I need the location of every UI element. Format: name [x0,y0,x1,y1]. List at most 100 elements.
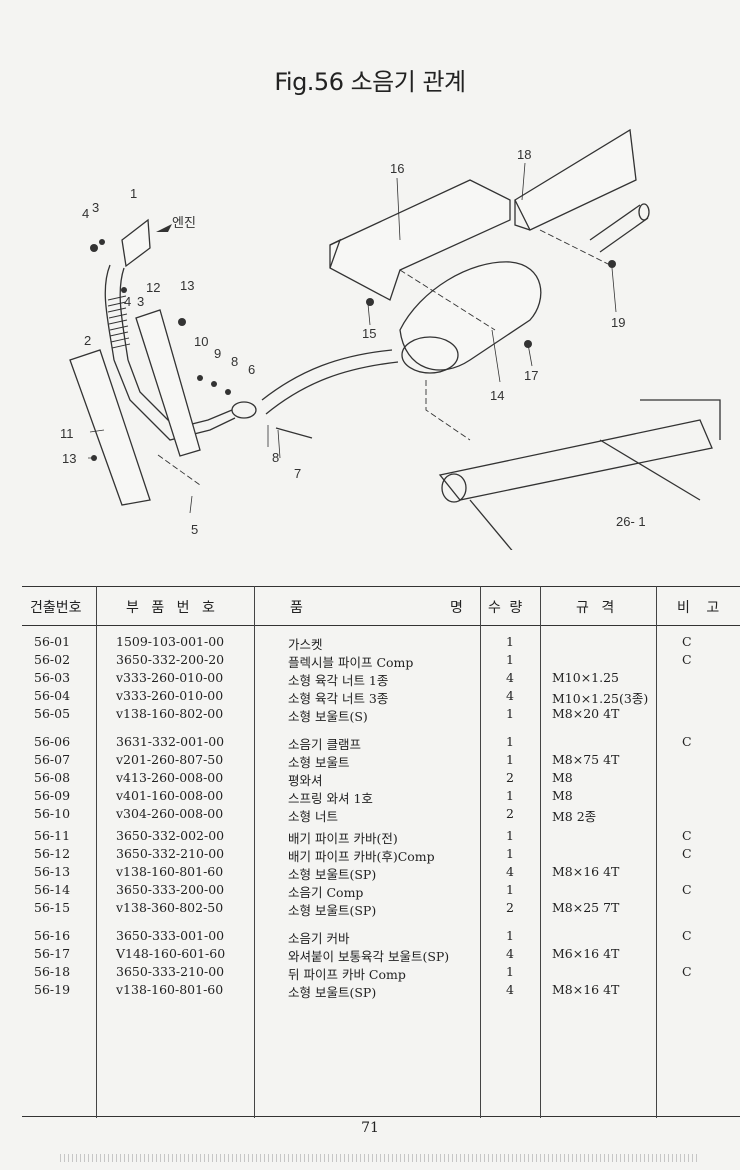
cell-part: v401-160-008-00 [116,788,224,803]
cell-qty: 4 [506,670,514,685]
header-number: 건출번호 [30,600,82,616]
cell-name: 뒤 파이프 카바 Comp [288,967,406,982]
table-divider [254,586,255,1118]
callout-label: 10 [194,334,208,349]
cell-no: 56-02 [34,652,71,667]
cell-no: 56-04 [34,688,71,703]
cell-name: 소형 육각 너트 1종 [288,673,389,688]
cell-qty: 1 [506,882,514,897]
cell-name: 소형 너트 [288,809,338,824]
cell-no: 56-14 [34,882,71,897]
cell-spec: M10×1.25 [552,670,620,685]
callout-label: 16 [390,161,404,176]
callout-label: 3 [137,294,144,309]
table-divider [480,586,481,1118]
cell-name: 소형 보울트(SP) [288,867,377,882]
callout-label: 8 [272,450,279,465]
callout-label: 12 [146,280,160,295]
header-spec: 규 격 [576,600,619,616]
cell-qty: 2 [506,806,514,821]
cell-spec: M8×16 4T [552,864,620,879]
cell-qty: 4 [506,864,514,879]
cell-part: 3650-333-200-00 [116,882,225,897]
cell-part: v138-160-801-60 [116,982,224,997]
cell-no: 56-11 [34,828,71,843]
cell-note: C [682,846,692,861]
cell-qty: 1 [506,752,514,767]
cell-no: 56-05 [34,706,71,721]
callout-label: 17 [524,368,538,383]
cell-name: 와셔붙이 보통육각 보울트(SP) [288,949,450,964]
cell-qty: 4 [506,688,514,703]
cell-part: v304-260-008-00 [116,806,224,821]
cell-no: 56-10 [34,806,71,821]
callout-label: 19 [611,315,625,330]
callout-label: 4 [82,206,89,221]
cell-name: 소음기 Comp [288,885,364,900]
cell-no: 56-18 [34,964,71,979]
callout-label: 11 [60,426,74,441]
cell-note: C [682,652,692,667]
callout-label: 6 [248,362,255,377]
cell-no: 56-09 [34,788,71,803]
cell-qty: 1 [506,964,514,979]
callout-label: 3 [92,200,99,215]
cell-part: V148-160-601-60 [116,946,226,961]
cell-no: 56-06 [34,734,71,749]
callout-label: 26- 1 [616,514,646,529]
cell-name: 소형 보울트(S) [288,709,368,724]
cell-name: 평와셔 [288,773,323,788]
cell-qty: 4 [506,982,514,997]
cell-qty: 1 [506,828,514,843]
cell-spec: M8 [552,770,573,785]
cell-name: 소형 보울트(SP) [288,985,377,1000]
engine-label: 엔진 [172,215,196,230]
callout-label: 5 [191,522,198,537]
table-divider [656,586,657,1118]
cell-no: 56-19 [34,982,71,997]
cell-note: C [682,734,692,749]
cell-name: 배기 파이프 카바(전) [288,831,398,846]
table-divider [96,586,97,1118]
callout-label: 7 [294,466,301,481]
cell-name: 스프링 와셔 1호 [288,791,373,806]
cell-qty: 1 [506,634,514,649]
figure-title: Fig.56 소음기 관계 [274,68,466,96]
cell-qty: 4 [506,946,514,961]
cell-qty: 1 [506,706,514,721]
cell-qty: 2 [506,900,514,915]
cell-part: v138-160-801-60 [116,864,224,879]
cell-qty: 1 [506,788,514,803]
cell-qty: 2 [506,770,514,785]
cell-no: 56-07 [34,752,71,767]
header-name-end: 명 [450,600,463,616]
cell-name: 소형 보울트 [288,755,350,770]
cell-note: C [682,828,692,843]
header-part-number: 부 품 번 호 [126,600,219,616]
callout-label: 15 [362,326,376,341]
callout-label: 9 [214,346,221,361]
cell-part: 3650-333-001-00 [116,928,225,943]
cell-no: 56-12 [34,846,71,861]
cell-name: 소음기 클램프 [288,737,361,752]
cell-no: 56-15 [34,900,71,915]
exploded-parts-diagram: 엔진 1 2 3 3 4 4 5 6 7 8 8 9 10 11 12 13 1… [60,128,721,550]
table-divider [540,586,541,1118]
cell-spec: M8×25 7T [552,900,620,915]
cell-name: 가스켓 [288,637,323,652]
cell-spec: M8×20 4T [552,706,620,721]
scan-artifact [60,1154,700,1162]
cell-note: C [682,964,692,979]
cell-part: v333-260-010-00 [116,670,224,685]
cell-no: 56-16 [34,928,71,943]
